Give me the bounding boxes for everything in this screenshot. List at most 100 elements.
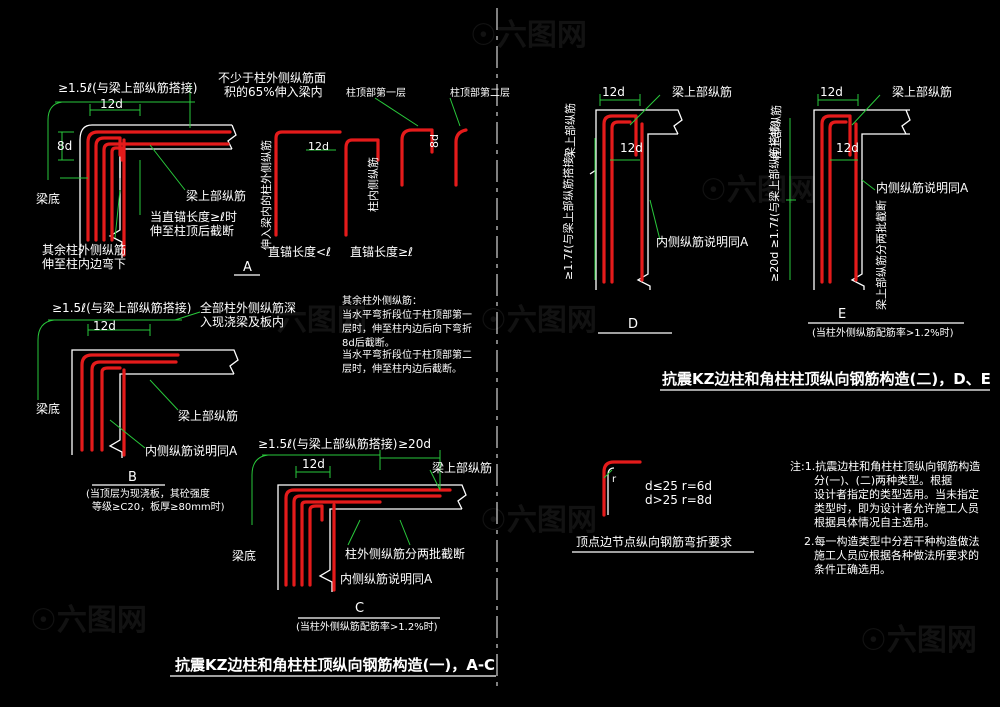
caption: (当柱外侧纵筋配筋率>1.2%时) bbox=[812, 326, 954, 339]
diagram-d-letter: D bbox=[628, 317, 638, 332]
diagram-a-rebar-4 bbox=[110, 146, 124, 242]
mid-notes: 其余柱外侧纵筋： 当水平弯折段位于柱顶部第一 层时，伸至柱内边后向下弯折 8d后… bbox=[342, 294, 472, 375]
watermark: ☉六图网 ☉六图网 ☉六图网 ☉六图网 ☉六图网 ☉六图网 ☉六图网 bbox=[30, 18, 977, 658]
svg-text:☉六图网: ☉六图网 bbox=[700, 173, 817, 208]
diagram-e: 12d 12d 梁上部纵筋 柱上部纵筋 ≥20d ≥1.7ℓ(与梁上部纵筋搭接)… bbox=[767, 84, 969, 339]
dim-12d-top: 12d bbox=[820, 85, 843, 99]
diagram-c-rebar-3 bbox=[300, 500, 382, 587]
top-note-1: 不少于柱外侧纵筋面 bbox=[218, 70, 326, 85]
mid-notes-line-2: 层时，伸至柱内边后向下弯折 bbox=[342, 322, 472, 335]
diagram-b-letter: B bbox=[128, 470, 137, 485]
dim-12d: 12d bbox=[93, 319, 116, 333]
note-1b: 分(一)、(二)两种类型。根据 bbox=[814, 473, 952, 487]
other-bars-note-1: 其余柱外侧纵筋 bbox=[42, 242, 126, 257]
beam-top-bars-label: 梁上部纵筋 bbox=[672, 84, 732, 99]
cutoff-note-1: 当直锚长度≥ℓ时 bbox=[150, 209, 237, 224]
sub-a-into-beam bbox=[274, 130, 342, 237]
diagram-a-rebar-outer bbox=[86, 130, 232, 242]
sub-a-inner bbox=[344, 138, 380, 237]
beam-bottom-label: 梁底 bbox=[36, 401, 60, 416]
mid-notes-line-3: 8d后截断。 bbox=[342, 336, 395, 349]
diagram-c-outline bbox=[277, 484, 467, 592]
diagram-e-letter: E bbox=[838, 307, 846, 322]
side-label: ≥20d ≥1.7ℓ(与梁上部纵筋搭接) bbox=[767, 120, 781, 282]
note-1: 全部柱外侧纵筋深 bbox=[200, 300, 296, 315]
vertical-label: 梁上部纵筋 bbox=[563, 103, 577, 158]
mid-notes-line-1: 当水平弯折段位于柱顶部第一 bbox=[342, 308, 472, 321]
note-1a: 注:1.抗震边柱和角柱柱顶纵向钢筋构造 bbox=[790, 459, 980, 473]
note-1c: 设计者指定的类型选用。当未指定 bbox=[814, 487, 979, 501]
diagram-b-outline bbox=[71, 349, 239, 458]
diagram-b-rebar-1 bbox=[80, 353, 180, 452]
diagram-c-rebar-4 bbox=[308, 504, 324, 587]
lap-label: ≥1.5ℓ(与梁上部纵筋搭接) bbox=[52, 300, 191, 315]
mid-notes-line-5: 层时，伸至柱内边后截断。 bbox=[342, 362, 462, 375]
diagram-a-rebar-2 bbox=[94, 136, 122, 242]
bend-detail: r d≤25 r=6d d>25 r=8d 顶点边节点纵向钢筋弯折要求 bbox=[572, 460, 754, 553]
split-cut-label: 梁上部纵筋分两批截断 bbox=[874, 200, 888, 310]
small-12d: 12d bbox=[308, 140, 329, 153]
note-2a: 2.每一构造类型中分若干种构造做法 bbox=[804, 534, 980, 548]
dim-12d-inner: 12d bbox=[620, 141, 643, 155]
diagram-d-rebar-1 bbox=[602, 114, 638, 284]
inner-bars-label: 内侧纵筋说明同A bbox=[876, 180, 969, 195]
diagram-b-rebar-3 bbox=[100, 366, 122, 452]
bend-rule-1: d≤25 r=6d bbox=[645, 479, 712, 493]
diagram-a-letter: A bbox=[243, 260, 252, 275]
into-beam-vertical-label: 伸入梁内的柱外侧纵筋 bbox=[259, 140, 273, 250]
diagram-c-rebar-2 bbox=[292, 494, 442, 587]
diagram-c-rebar-1 bbox=[284, 488, 452, 587]
straight-lt-label: 直锚长度<ℓ bbox=[268, 244, 331, 259]
other-bars-note-2: 伸至柱内边弯下 bbox=[42, 256, 126, 271]
caption-2: 等级≥C20，板厚≥80mm时) bbox=[92, 500, 225, 513]
beam-top-bars-label: 梁上部纵筋 bbox=[178, 408, 238, 423]
top-note-2: 积的65%伸入梁内 bbox=[224, 84, 323, 99]
note-1e: 根据具体情况自主选用。 bbox=[814, 515, 935, 529]
svg-text:☉六图网: ☉六图网 bbox=[480, 503, 597, 538]
diagram-a: ≥1.5ℓ(与梁上部纵筋搭接) 不少于柱外侧纵筋面 积的65%伸入梁内 12d … bbox=[36, 70, 510, 276]
diagram-d: 12d 12d 梁上部纵筋 梁上部纵筋 ≥1.7ℓ(与梁上部纵筋搭接) 内侧纵筋… bbox=[561, 84, 749, 334]
sub-a-second-layer bbox=[454, 128, 468, 187]
dim-12d-inner: 12d bbox=[836, 141, 859, 155]
note-2c: 条件正确选用。 bbox=[814, 562, 891, 576]
diagram-a-rebar-3 bbox=[102, 142, 230, 242]
dim-12d: 12d bbox=[302, 457, 325, 471]
general-notes: 注:1.抗震边柱和角柱柱顶纵向钢筋构造 分(一)、(二)两种类型。根据 设计者指… bbox=[790, 459, 980, 576]
bend-detail-title: 顶点边节点纵向钢筋弯折要求 bbox=[576, 534, 732, 549]
diagram-c: ≥1.5ℓ(与梁上部纵筋搭接) ≥20d 12d 梁上部纵筋 梁底 柱外侧纵筋分… bbox=[232, 436, 492, 633]
diagram-e-rebar-1 bbox=[820, 114, 852, 284]
col-inner-vertical-label: 柱内侧纵筋 bbox=[366, 157, 380, 212]
straight-ge-label: 直锚长度≥ℓ bbox=[350, 244, 413, 259]
cutoff-two-label: 柱外侧纵筋分两批截断 bbox=[345, 546, 465, 561]
lap-label: ≥1.5ℓ(与梁上部纵筋搭接) bbox=[58, 80, 197, 95]
svg-text:☉六图网: ☉六图网 bbox=[480, 303, 597, 338]
side-label: ≥1.7ℓ(与梁上部纵筋搭接) bbox=[561, 152, 575, 280]
note-2b: 施工人员应根据各种做法所要求的 bbox=[814, 548, 979, 562]
beam-bottom-label: 梁底 bbox=[232, 548, 256, 563]
bend-rule-2: d>25 r=8d bbox=[645, 493, 712, 507]
svg-text:☉六图网: ☉六图网 bbox=[30, 603, 147, 638]
dim-8d: 8d bbox=[57, 139, 72, 153]
mid-notes-line-4: 当水平弯折段位于柱顶部第二 bbox=[342, 348, 472, 361]
svg-text:☉六图网: ☉六图网 bbox=[860, 623, 977, 658]
radius-label: r bbox=[612, 474, 617, 485]
caption: (当柱外侧纵筋配筋率>1.2%时) bbox=[296, 620, 438, 633]
title-left: 抗震KZ边柱和角柱柱顶纵向钢筋构造(一)，A-C bbox=[175, 656, 495, 674]
beam-top-bars-label: 梁上部纵筋 bbox=[432, 460, 492, 475]
small-8d: 8d bbox=[428, 134, 441, 148]
dim-20d: ≥20d bbox=[398, 437, 431, 451]
lap-label: ≥1.5ℓ(与梁上部纵筋搭接) bbox=[258, 436, 397, 451]
title-right: 抗震KZ边柱和角柱柱顶纵向钢筋构造(二)，D、E bbox=[662, 370, 991, 388]
beam-top-bars-label: 梁上部纵筋 bbox=[186, 188, 246, 203]
note-1d: 类型时，即为设计者允许施工人员 bbox=[814, 501, 979, 515]
diagram-d-rebar-2 bbox=[610, 120, 632, 284]
second-layer-label: 柱顶部第二层 bbox=[450, 86, 510, 99]
beam-top-bars-label: 梁上部纵筋 bbox=[892, 84, 952, 99]
diagram-a-outline bbox=[79, 124, 237, 258]
diagram-b: ≥1.5ℓ(与梁上部纵筋搭接) 全部柱外侧纵筋深 入现浇梁及板内 12d 梁底 … bbox=[36, 300, 296, 513]
diagram-e-rebar-2 bbox=[828, 120, 848, 284]
inner-bars-label: 内侧纵筋说明同A bbox=[145, 443, 238, 458]
sub-a-first-layer bbox=[400, 128, 434, 187]
dim-12d: 12d bbox=[100, 97, 123, 111]
